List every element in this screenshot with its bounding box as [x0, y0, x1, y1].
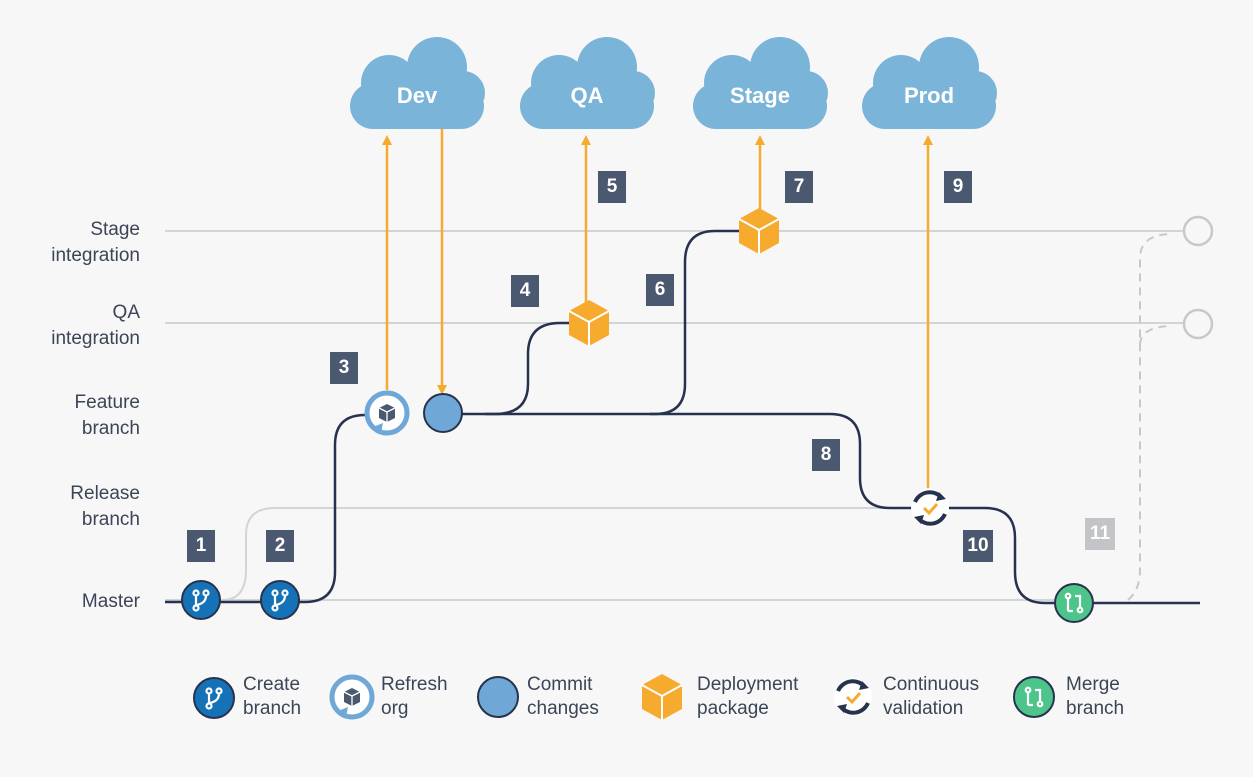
legend-label-continuous-validation: Continuous validation — [883, 674, 980, 719]
step-badge-8: 8 — [812, 439, 840, 471]
commit-changes-icon — [423, 393, 463, 433]
lane-label-master: Master — [81, 591, 140, 612]
cloud-dev-label: Dev — [397, 83, 438, 108]
legend-label-create-branch: Create branch — [243, 674, 302, 719]
cloud-dev: Dev — [350, 37, 485, 129]
legend-label-merge-branch: Merge branch — [1066, 674, 1125, 719]
step-badge-7: 7 — [785, 171, 813, 203]
legend-commit-changes-icon — [477, 676, 519, 718]
step-badge-1: 1 — [187, 530, 215, 562]
cloud-qa: QA — [520, 37, 655, 129]
deployment-package-icon — [738, 208, 780, 254]
lane-label-qa-integration: QA integration — [51, 302, 140, 349]
lane-label-release-branch: Release branch — [70, 483, 140, 530]
refresh-org-icon — [364, 390, 410, 436]
step-badge-4: 4 — [511, 275, 539, 307]
step-badge-9: 9 — [944, 171, 972, 203]
legend-deployment-package-icon — [641, 674, 683, 720]
step-badge-2: 2 — [266, 530, 294, 562]
legend-label-deployment-package: Deployment package — [697, 674, 799, 719]
step-badge-3: 3 — [330, 352, 358, 384]
step-badge-5: 5 — [598, 171, 626, 203]
merge-branch-icon — [1054, 583, 1094, 623]
step-badge-6: 6 — [646, 274, 674, 306]
step-badge-10: 10 — [963, 530, 993, 562]
dashed-promotion-line — [1127, 233, 1169, 601]
release-to-master-line — [930, 506, 1200, 605]
qa-integration-end-node — [1182, 308, 1214, 340]
release-branch-line — [212, 507, 915, 601]
legend-create-branch-icon — [193, 677, 235, 719]
continuous-validation-icon — [911, 489, 949, 527]
stage-integration-end-node — [1182, 215, 1214, 247]
legend-merge-branch-icon — [1013, 676, 1055, 718]
stage-deploy-branch — [650, 229, 760, 416]
cloud-stage-label: Stage — [730, 83, 790, 108]
legend-refresh-org-icon — [329, 674, 375, 720]
feature-branch-line — [440, 412, 930, 510]
cloud-prod: Prod — [862, 37, 997, 129]
legend-label-commit-changes: Commit changes — [527, 674, 599, 719]
lane-label-stage-integration: Stage integration — [51, 219, 140, 266]
cloud-qa-label: QA — [571, 83, 604, 108]
master-line — [165, 413, 380, 604]
cloud-prod-label: Prod — [904, 83, 954, 108]
create-branch-icon — [181, 580, 221, 620]
legend-label-refresh-org: Refresh org — [381, 674, 448, 719]
legend-continuous-validation-icon — [834, 678, 872, 716]
lane-label-feature-branch: Feature branch — [74, 392, 140, 439]
step-badge-11: 11 — [1085, 518, 1115, 550]
cloud-stage: Stage — [693, 37, 828, 129]
qa-deploy-branch — [485, 321, 590, 416]
create-branch-icon — [260, 580, 300, 620]
deployment-package-icon — [568, 300, 610, 346]
